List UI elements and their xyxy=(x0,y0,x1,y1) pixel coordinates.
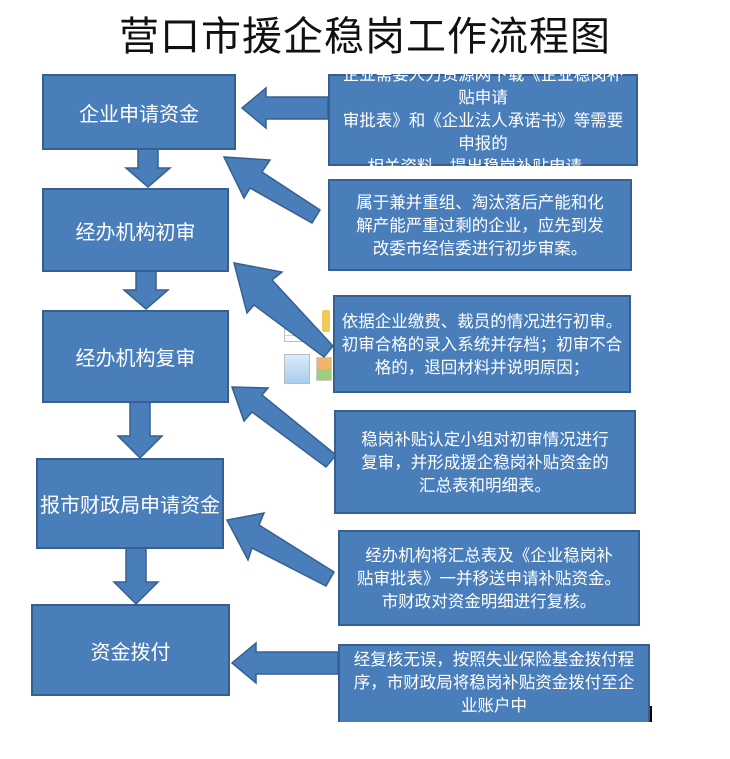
step-label: 报市财政局申请资金 xyxy=(40,493,220,517)
diag-arrow-2 xyxy=(222,156,322,225)
note-line: 稳岗补贴认定小组对初审情况进行 xyxy=(361,429,609,449)
page-title: 营口市援企稳岗工作流程图 xyxy=(119,14,611,60)
step-label: 企业申请资金 xyxy=(79,101,199,126)
down-arrow-2 xyxy=(121,270,171,310)
diag-arrow-3 xyxy=(232,262,334,359)
note-initial-review-prereq: 属于兼并重组、淘汰落后产能和化 解产能严重过剩的企业，应先到发 改委市经信委进行… xyxy=(328,179,632,271)
step-label: 资金拨付 xyxy=(90,639,171,664)
step-fund-disbursement[interactable]: 资金拨付 xyxy=(31,604,230,696)
note-line: 依据企业缴费、裁员的情况进行初审。 xyxy=(341,311,623,331)
note-line: 审批表》和《企业法人承诺书》等需要申报的 xyxy=(342,110,624,153)
down-arrow-1 xyxy=(123,148,173,188)
note-line: 改委市经信委进行初步审案。 xyxy=(372,238,588,258)
note-finance-request: 经办机构将汇总表及《企业稳岗补 贴审批表》一并移送申请补贴资金。 市财政对资金明… xyxy=(338,530,640,626)
note-line: 初审合格的录入系统并存档；初审不合 xyxy=(341,334,623,354)
note-initial-review: 依据企业缴费、裁员的情况进行初审。 初审合格的录入系统并存档；初审不合 格的，退… xyxy=(333,295,631,393)
down-arrow-3 xyxy=(116,401,164,460)
diag-arrow-5 xyxy=(225,512,336,587)
note-line: 企业需要人力资源网下载《企业稳岗补贴申请 xyxy=(342,64,624,107)
step-label: 经办机构复审 xyxy=(75,346,196,370)
text-cursor xyxy=(650,706,652,722)
down-arrow-4 xyxy=(112,547,160,606)
note-line: 解产能严重过剩的企业，应先到发 xyxy=(356,215,604,235)
note-line: 业账户中 xyxy=(461,696,527,715)
left-arrow-1 xyxy=(240,86,329,130)
note-disbursement: 经复核无误，按照失业保险基金拨付程 序，市财政局将稳岗补贴资金拨付至企 业账户中 xyxy=(338,644,650,722)
step-finance-bureau-request[interactable]: 报市财政局申请资金 xyxy=(36,458,224,549)
note-line: 序，市财政局将稳岗补贴资金拨付至企 xyxy=(353,673,635,692)
step-second-review[interactable]: 经办机构复审 xyxy=(42,310,229,403)
step-apply-funds[interactable]: 企业申请资金 xyxy=(42,74,236,150)
note-line: 贴审批表》一并移送申请补贴资金。 xyxy=(357,568,621,588)
note-line: 市财政对资金明细进行复核。 xyxy=(381,591,597,611)
step-initial-review[interactable]: 经办机构初审 xyxy=(42,188,229,272)
chart-placeholder-icon xyxy=(322,310,330,332)
diag-arrow-4 xyxy=(230,386,338,469)
note-line: 相关资料，提出稳岗补贴申请。 xyxy=(367,156,599,176)
note-second-review: 稳岗补贴认定小组对初审情况进行 复审，并形成援企稳岗补贴资金的 汇总表和明细表。 xyxy=(334,410,636,514)
left-arrow-6 xyxy=(230,641,339,685)
note-line: 经复核无误，按照失业保险基金拨付程 xyxy=(353,650,635,669)
note-line: 经办机构将汇总表及《企业稳岗补 xyxy=(365,545,613,565)
note-line: 格的，退回材料并说明原因； xyxy=(374,357,590,377)
note-line: 属于兼并重组、淘汰落后产能和化 xyxy=(356,192,604,212)
step-label: 经办机构初审 xyxy=(75,219,196,244)
note-line: 汇总表和明细表。 xyxy=(419,475,551,495)
note-apply-funds: 企业需要人力资源网下载《企业稳岗补贴申请 审批表》和《企业法人承诺书》等需要申报… xyxy=(328,65,638,176)
note-line: 复审，并形成援企稳岗补贴资金的 xyxy=(361,452,609,472)
picture-placeholder-icon xyxy=(284,354,310,384)
